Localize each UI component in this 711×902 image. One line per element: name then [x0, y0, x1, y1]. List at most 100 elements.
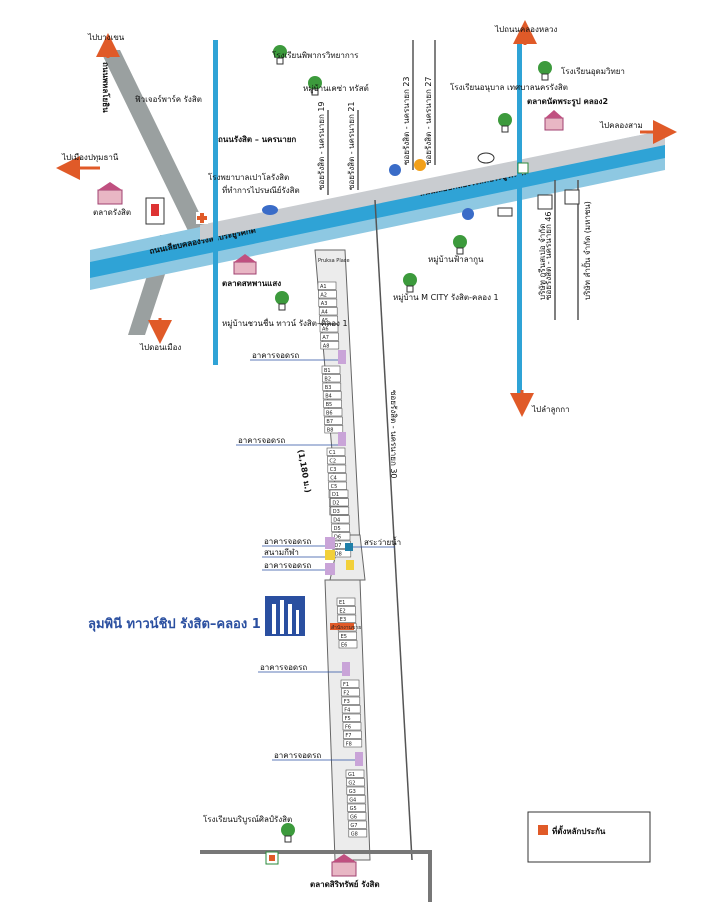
label-school-boon: โรงเรียนบริบูรณ์ศิลป์รังสิต	[203, 814, 292, 825]
block-label-c2: C2	[329, 459, 336, 465]
block-label-g8: G8	[351, 832, 358, 838]
rangsit-nakhon-nayok-label: ถนนรังสิต – นครนายก	[218, 135, 296, 144]
parking-5-label: อาคารจอดรถ	[260, 663, 307, 672]
dest-khlongluang: ไปถนนคลองหลวง	[494, 25, 558, 34]
block-e5	[338, 631, 357, 640]
block-f6	[342, 722, 362, 731]
label-project-sign: Pruksa Place	[318, 258, 350, 264]
block-label-e2: E2	[339, 609, 345, 615]
label-company-a: บริษัท กรีนสเปอ จำกัด	[538, 224, 547, 300]
soi46-label: ซอยรังสิต - นครนายก 46	[544, 211, 553, 300]
block-g6	[347, 812, 367, 821]
block-f1	[340, 679, 360, 688]
block-label-a8: A8	[323, 344, 330, 350]
block-g5	[347, 803, 366, 812]
block-b6	[323, 408, 343, 417]
sport-label: สนามกีฬา	[264, 548, 299, 557]
block-label-b4: B4	[325, 394, 332, 400]
block-label-g6: G6	[350, 815, 357, 821]
block-b2	[322, 374, 341, 383]
block-label-d8: D8	[335, 552, 342, 558]
block-label-a7: A7	[322, 335, 329, 341]
block-label-c4: C4	[330, 476, 337, 482]
block-label-g1: G1	[348, 772, 355, 778]
project-logo	[265, 596, 305, 636]
tree-icon	[403, 273, 417, 293]
car-brand-icon	[477, 152, 495, 164]
dest-lamlukka: ไปลำลูกกา	[531, 405, 570, 415]
block-label-f6: F6	[345, 725, 351, 731]
phahon-road-label: ถนนพหลโยธิน	[101, 62, 111, 113]
label-village-fah: หมู่บ้านฟ้าลากูน	[428, 255, 484, 265]
distance-label: (1,180 ม.)	[296, 449, 312, 494]
facility-labels: อาคารจอดรถ อาคารจอดรถ อาคารจอดรถ สนามกีฬ…	[236, 351, 401, 761]
block-g7	[348, 820, 367, 829]
legend-collateral-label: ที่ตั้งหลักประกัน	[552, 825, 606, 836]
block-label-f5: F5	[345, 716, 351, 722]
bottom-road	[200, 850, 430, 854]
label-market-siri: ตลาดสิริทรัพย์ รังสิต	[310, 879, 380, 889]
block-c4	[327, 473, 347, 482]
legend: ที่ตั้งหลักประกัน	[527, 811, 651, 863]
soi27-label: ซอยรังสิต - นครนายก 27	[424, 76, 433, 165]
block-label-f4: F4	[344, 708, 350, 714]
block-g4	[346, 795, 366, 804]
block-label-g5: G5	[350, 806, 357, 812]
label-rangsit-market: ตลาดรังสิต	[93, 208, 131, 217]
label-school-udom: โรงเรียนอุดมวิทยา	[561, 66, 625, 76]
block-c3	[327, 464, 347, 473]
sales-office	[330, 623, 354, 630]
block-label-g4: G4	[349, 798, 356, 804]
block-label-f7: F7	[345, 733, 351, 739]
block-c1	[326, 447, 346, 456]
facilities	[325, 350, 363, 766]
block-label-b1: B1	[324, 368, 331, 374]
block-label-g3: G3	[349, 789, 356, 795]
block-label-d1: D1	[332, 492, 339, 498]
building-icon	[145, 197, 165, 225]
block-label-e1: E1	[339, 600, 345, 606]
dest-khlongsam: ไปคลองสาม	[599, 121, 643, 130]
block-e2	[337, 606, 356, 615]
block-g2	[346, 778, 365, 787]
block-f5	[342, 713, 361, 722]
rangsit-nakhon-nayok-road	[200, 130, 665, 240]
block-label-g2: G2	[348, 781, 355, 787]
block-label-b8: B8	[327, 428, 334, 434]
block-label-f3: F3	[344, 699, 350, 705]
sois	[327, 40, 579, 861]
hospital-icon	[196, 212, 208, 224]
block-d5	[331, 523, 350, 532]
block-label-a6: A6	[322, 327, 329, 333]
soi19-label: ซอยรังสิต - นครนายก 19	[317, 101, 326, 190]
post-office-icon	[262, 205, 278, 215]
block-label-f1: F1	[343, 682, 349, 688]
block-a2	[318, 290, 337, 299]
dest-donmueang: ไปดอนเมือง	[139, 343, 181, 352]
block-label-d7: D7	[334, 543, 341, 549]
label-company-b: บริษัท สำปั้น จำกัด (มหาชน)	[581, 201, 592, 300]
block-label-b7: B7	[326, 419, 333, 425]
soi23-label: ซอยรังสิต - นครนายก 23	[402, 76, 411, 165]
block-label-f8: F8	[346, 742, 352, 748]
block-f3	[341, 696, 361, 705]
sport-field	[325, 550, 335, 560]
project-title: ลุมพินี ทาวน์ชิป รังสิต–คลอง 1	[88, 616, 261, 632]
block-label-b2: B2	[324, 377, 331, 383]
parking-4-label: อาคารจอดรถ	[264, 561, 311, 570]
fuel-icon	[414, 159, 426, 171]
factory-icon	[564, 189, 580, 205]
block-label-b3: B3	[325, 385, 332, 391]
block-label-b5: B5	[326, 402, 333, 408]
tree-icon	[453, 235, 467, 255]
block-label-a5: A5	[322, 318, 329, 324]
block-a8	[320, 341, 340, 350]
label-village-m: หมู่บ้าน M CITY รังสิต-คลอง 1	[393, 293, 499, 303]
block-f8	[343, 739, 363, 748]
label-post-office: ที่ทำการไปรษณีย์รังสิต	[222, 184, 300, 195]
tree-icon	[273, 45, 287, 65]
block-c5	[328, 481, 347, 490]
parking-6	[355, 752, 363, 766]
block-label-e3: E3	[340, 617, 346, 623]
canal-vertical-west	[213, 40, 218, 365]
